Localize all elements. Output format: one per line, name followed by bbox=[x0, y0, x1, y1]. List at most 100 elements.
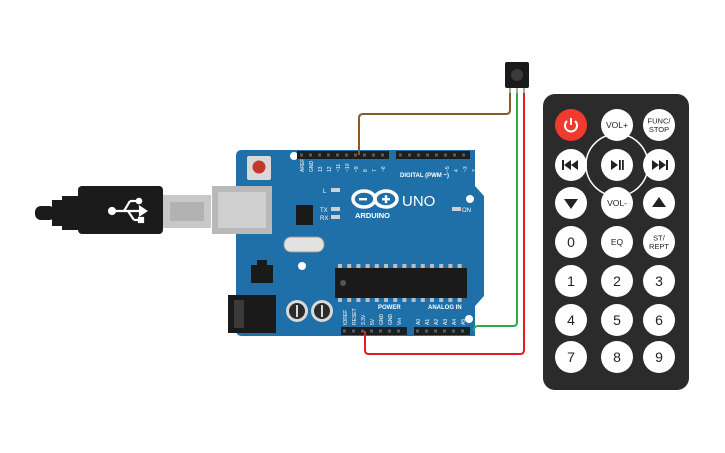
usb-cable-strain-relief bbox=[52, 200, 62, 226]
header-hole bbox=[381, 153, 384, 157]
remote-button-nine[interactable]: 9 bbox=[643, 341, 675, 373]
digital-header-label: DIGITAL (PWM ~) bbox=[400, 173, 449, 179]
pin-label: TX▸1 bbox=[481, 160, 487, 172]
remote-button-face[interactable] bbox=[643, 226, 675, 258]
remote-button-prev[interactable] bbox=[555, 149, 587, 181]
capacitor bbox=[286, 300, 308, 322]
remote-button-two[interactable]: 2 bbox=[601, 265, 633, 297]
chip-pin bbox=[365, 264, 370, 268]
remote-button-label: STOP bbox=[649, 125, 669, 134]
pin-label: 3.3V bbox=[361, 314, 367, 325]
header-hole bbox=[397, 329, 400, 333]
analog-label: ANALOG IN bbox=[428, 305, 462, 311]
signal-wire[interactable] bbox=[358, 93, 511, 155]
remote-button-face[interactable] bbox=[601, 304, 633, 336]
pin-label: AREF bbox=[300, 159, 306, 172]
remote-button-face[interactable] bbox=[555, 226, 587, 258]
pin-label: IOREF bbox=[343, 310, 349, 325]
remote-button-face[interactable] bbox=[643, 304, 675, 336]
remote-button-three[interactable]: 3 bbox=[643, 265, 675, 297]
header-hole bbox=[399, 153, 402, 157]
header-hole bbox=[425, 329, 428, 333]
remote-button-label: VOL- bbox=[607, 198, 627, 208]
remote-button-label: ST/ bbox=[653, 234, 666, 243]
remote-button-one[interactable]: 1 bbox=[555, 265, 587, 297]
remote-button-face[interactable] bbox=[601, 187, 633, 219]
remote-button-func-stop[interactable]: FUNC/STOP bbox=[643, 109, 675, 141]
header-hole bbox=[443, 329, 446, 333]
remote-button-vol-up[interactable]: VOL+ bbox=[601, 109, 633, 141]
remote-button-face[interactable] bbox=[601, 265, 633, 297]
pin-label: A0 bbox=[416, 319, 422, 325]
header-hole bbox=[336, 153, 339, 157]
chip-pin bbox=[384, 264, 388, 268]
remote-button-face[interactable] bbox=[643, 265, 675, 297]
pin-label: A2 bbox=[434, 319, 440, 325]
chip-pin bbox=[448, 298, 453, 302]
chip-pin bbox=[356, 264, 361, 268]
remote-button-face[interactable] bbox=[555, 265, 587, 297]
remote-button-power[interactable] bbox=[555, 109, 587, 141]
header-hole bbox=[352, 329, 355, 333]
remote-button-five[interactable]: 5 bbox=[601, 304, 633, 336]
chip-pins bbox=[338, 264, 462, 302]
chip-pin bbox=[430, 264, 434, 268]
digital-header-left bbox=[297, 151, 389, 159]
remote-button-face[interactable] bbox=[601, 226, 633, 258]
power-header bbox=[341, 327, 407, 335]
power-wire[interactable] bbox=[364, 93, 525, 355]
header-hole bbox=[361, 329, 364, 333]
ground-wire[interactable] bbox=[473, 93, 518, 331]
remote-button-st-rept[interactable]: ST/REPT bbox=[643, 226, 675, 258]
pin-label: ~9 bbox=[354, 166, 360, 172]
chip-pin bbox=[347, 298, 352, 302]
ir-receiver-sensor[interactable] bbox=[505, 62, 529, 93]
chip-pin bbox=[430, 298, 434, 302]
header-hole bbox=[372, 153, 375, 157]
mounting-hole bbox=[290, 152, 298, 160]
remote-button-face[interactable] bbox=[555, 304, 587, 336]
remote-button-eq[interactable]: EQ bbox=[601, 226, 633, 258]
header-hole bbox=[461, 329, 464, 333]
header-hole bbox=[408, 153, 411, 157]
on-led-label: ON bbox=[462, 208, 471, 214]
remote-button-label: 5 bbox=[613, 312, 621, 328]
remote-button-four[interactable]: 4 bbox=[555, 304, 587, 336]
usb-icon bbox=[107, 197, 148, 224]
ir-receiver-lens bbox=[511, 69, 523, 81]
remote-button-up[interactable] bbox=[643, 187, 675, 219]
header-hole bbox=[434, 329, 437, 333]
usb-cable-end bbox=[35, 206, 55, 220]
chip-pin bbox=[448, 264, 453, 268]
remote-button-eight[interactable]: 8 bbox=[601, 341, 633, 373]
remote-button-face[interactable] bbox=[601, 109, 633, 141]
header-hole bbox=[444, 153, 447, 157]
remote-button-label: 9 bbox=[655, 349, 663, 365]
remote-button-label: 6 bbox=[655, 312, 663, 328]
remote-button-six[interactable]: 6 bbox=[643, 304, 675, 336]
reset-button-cap[interactable] bbox=[252, 160, 266, 174]
up-arrow-icon bbox=[652, 197, 666, 207]
chip-pin bbox=[374, 298, 379, 302]
remote-button-zero[interactable]: 0 bbox=[555, 226, 587, 258]
remote-button-label: 3 bbox=[655, 273, 663, 289]
remote-button-face[interactable] bbox=[643, 341, 675, 373]
remote-button-next[interactable] bbox=[643, 149, 675, 181]
remote-button-face[interactable] bbox=[601, 341, 633, 373]
remote-button-label: VOL+ bbox=[606, 120, 628, 130]
remote-button-seven[interactable]: 7 bbox=[555, 341, 587, 373]
remote-button-vol-down[interactable]: VOL- bbox=[601, 187, 633, 219]
usb-cable[interactable] bbox=[35, 186, 211, 234]
remote-button-down[interactable] bbox=[555, 187, 587, 219]
chip-pin bbox=[420, 264, 425, 268]
remote-button-face[interactable] bbox=[643, 109, 675, 141]
chip-pin bbox=[365, 298, 370, 302]
remote-button-play-pause[interactable] bbox=[601, 149, 633, 181]
remote-button-face[interactable] bbox=[555, 341, 587, 373]
header-hole bbox=[354, 153, 357, 157]
pin-label: 7 bbox=[372, 169, 378, 172]
